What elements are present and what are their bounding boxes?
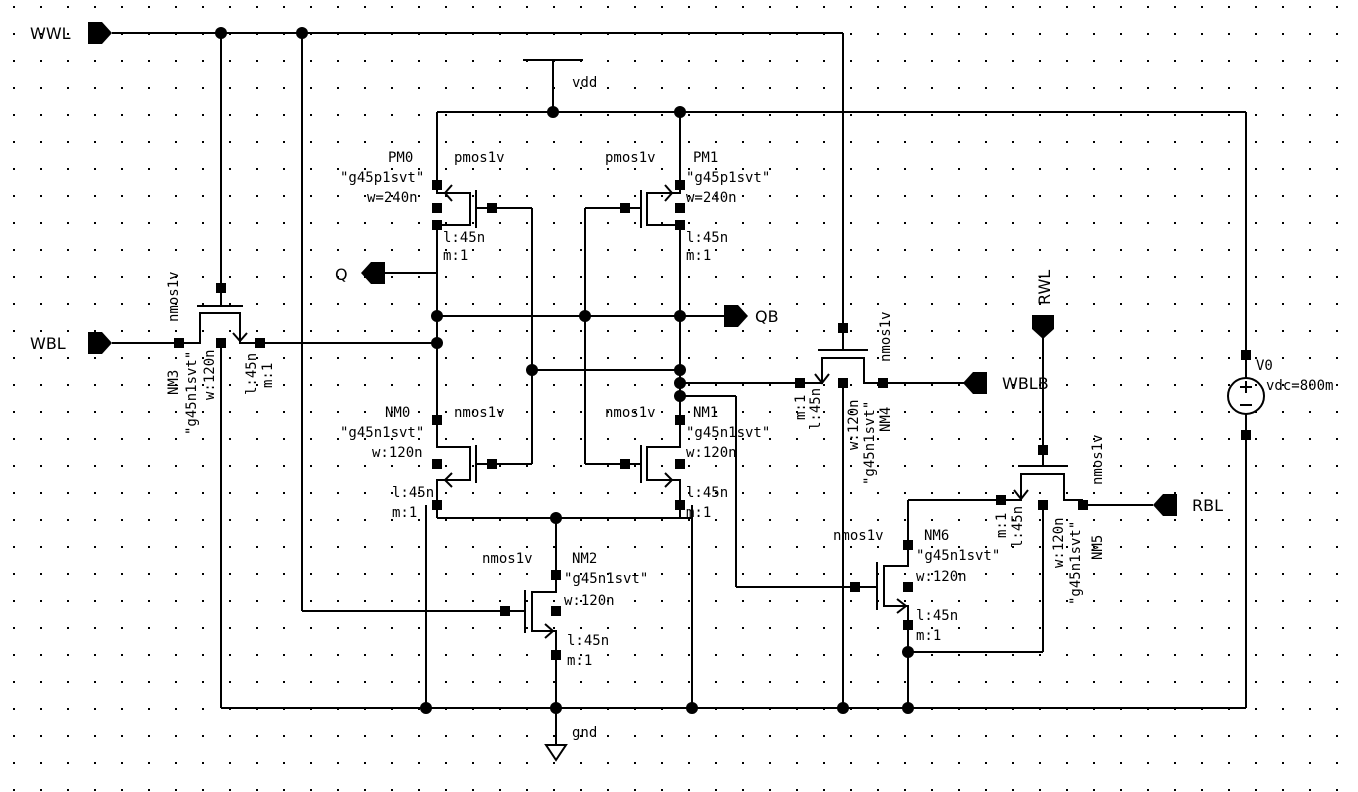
nm4-m: m:1 (793, 395, 809, 420)
nm3-l: l:45n (244, 353, 260, 395)
nm0-name: NM0 (385, 405, 410, 421)
supply-labels: vdd gnd V0 vdc=800m (572, 75, 1333, 741)
nm5-type: nmos1v (1090, 434, 1106, 485)
terminal-squares (174, 180, 1251, 660)
pin-label-rwl: RWL (1035, 270, 1054, 305)
device-nm2[interactable]: nmos1v NM2 "g45n1svt" w:120n l:45n m:1 (482, 551, 648, 669)
pin-label-wblb: WBLB (1002, 374, 1049, 393)
nm6-m: m:1 (916, 628, 941, 644)
pin-q-shape[interactable] (361, 262, 385, 284)
pm0-name: PM0 (388, 150, 413, 166)
gnd-label: gnd (572, 725, 597, 741)
nm3-w: w:120n (202, 349, 218, 400)
nm2-w: w:120n (564, 593, 615, 609)
nm1-name: NM1 (693, 405, 718, 421)
device-nm6[interactable]: nmos1v NM6 "g45n1svt" w:120n l:45n m:1 (833, 528, 1000, 644)
nm4-type: nmos1v (878, 311, 894, 362)
nm0-type: nmos1v (454, 405, 505, 421)
nm6-type: nmos1v (833, 528, 884, 544)
nm0-model: "g45n1svt" (340, 425, 424, 441)
device-nm4[interactable]: nmos1v NM4 "g45n1svt" w:120n l:45n m:1 (793, 311, 894, 485)
nm3-model: "g45n1svt" (184, 351, 200, 435)
pin-rwl-shape[interactable] (1032, 315, 1054, 339)
nm2-type: nmos1v (482, 551, 533, 567)
nm2-m: m:1 (567, 653, 592, 669)
pm1-l: l:45n (686, 230, 728, 246)
wires (112, 32, 1247, 745)
nm3-m: m:1 (260, 363, 276, 388)
nm0-m: m:1 (392, 505, 417, 521)
vdd-label: vdd (572, 75, 597, 91)
pm1-type: pmos1v (605, 150, 656, 166)
device-nm5[interactable]: nmos1v NM5 "g45n1svt" w:120n l:45n m:1 (994, 434, 1106, 605)
nm3-name: NM3 (166, 370, 182, 395)
nm1-model: "g45n1svt" (686, 425, 770, 441)
nm1-type: nmos1v (605, 405, 656, 421)
nm1-w: w:120n (686, 445, 737, 461)
pm1-w: w=240n (686, 190, 737, 206)
nm6-w: w:120n (916, 569, 967, 585)
gnd-symbol (544, 744, 568, 762)
pm0-l: l:45n (443, 230, 485, 246)
pm0-type: pmos1v (454, 150, 505, 166)
nm2-model: "g45n1svt" (564, 571, 648, 587)
nm6-name: NM6 (924, 528, 949, 544)
pin-wbl-shape[interactable] (88, 332, 112, 354)
pin-shapes (88, 22, 1177, 516)
v0-name-label: V0 (1256, 358, 1273, 374)
nm1-m: m:1 (686, 505, 711, 521)
pin-rbl-shape[interactable] (1153, 494, 1177, 516)
nm6-model: "g45n1svt" (916, 548, 1000, 564)
pin-qb-shape[interactable] (724, 305, 748, 327)
transistor-bodies (179, 184, 1083, 655)
nm1-l: l:45n (686, 485, 728, 501)
pin-label-q: Q (335, 265, 348, 284)
junction-dots (215, 27, 914, 714)
nm0-l: l:45n (392, 485, 434, 501)
nm2-l: l:45n (567, 633, 609, 649)
device-pm1[interactable]: pmos1v PM1 "g45p1svt" w=240n l:45n m:1 (605, 150, 770, 264)
device-nm0[interactable]: NM0 nmos1v "g45n1svt" w:120n l:45n m:1 (340, 405, 505, 521)
v0-value-label: vdc=800m (1266, 378, 1333, 394)
pin-label-wbl: WBL (30, 334, 66, 353)
nm2-name: NM2 (572, 551, 597, 567)
nm4-w: w:120n (846, 399, 862, 450)
pin-label-rbl: RBL (1192, 496, 1223, 515)
nm5-name: NM5 (1090, 535, 1106, 560)
pm0-m: m:1 (443, 248, 468, 264)
nm5-m: m:1 (994, 513, 1010, 538)
nm4-model: "g45n1svt" (862, 401, 878, 485)
pin-label-wwl: WWL (30, 24, 71, 43)
pm1-name: PM1 (693, 150, 718, 166)
pin-wblb-shape[interactable] (963, 372, 987, 394)
device-nm1[interactable]: nmos1v NM1 "g45n1svt" w:120n l:45n m:1 (605, 405, 770, 521)
nm4-name: NM4 (878, 407, 894, 432)
nm5-l: l:45n (1010, 506, 1026, 548)
pin-wwl-shape[interactable] (88, 22, 112, 44)
nm5-w: w:120n (1051, 517, 1067, 568)
nm6-l: l:45n (916, 608, 958, 624)
pm1-model: "g45p1svt" (686, 170, 770, 186)
nm5-model: "g45n1svt" (1068, 521, 1084, 605)
pin-label-qb: QB (755, 307, 779, 326)
nm0-w: w:120n (372, 445, 423, 461)
nm3-type: nmos1v (166, 271, 182, 322)
pin-labels: WWL WBL Q QB WBLB RWL RBL (30, 24, 1223, 515)
device-pm0[interactable]: PM0 pmos1v "g45p1svt" w=240n l:45n m:1 (340, 150, 505, 264)
pm0-model: "g45p1svt" (340, 170, 424, 186)
pm0-w: w=240n (367, 190, 418, 206)
device-nm3[interactable]: nmos1v NM3 "g45n1svt" w:120n l:45n m:1 (166, 271, 276, 435)
nm4-l: l:45n (808, 388, 824, 430)
pm1-m: m:1 (686, 248, 711, 264)
